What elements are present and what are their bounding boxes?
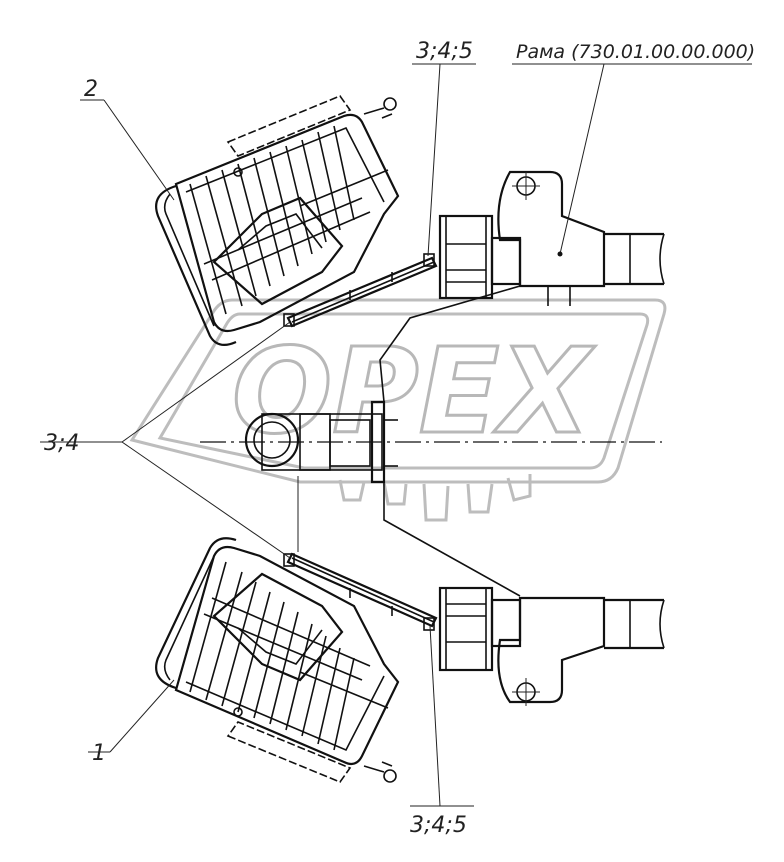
lower-roller-basket: [155, 537, 400, 783]
upper-mounting-bar: [283, 253, 438, 328]
opex-watermark-logo: OPEX: [129, 298, 667, 522]
central-hitch-assembly: [244, 400, 398, 552]
frame-top-beam: [379, 170, 665, 597]
lower-mounting-bar: [283, 552, 438, 631]
bottom-fastener-callout: 3;4;5: [410, 813, 467, 838]
left-fastener-callout: 3;4: [44, 431, 79, 456]
top-fastener-callout: 3;4;5: [416, 39, 473, 64]
leader-lines: [40, 63, 752, 807]
frame-callout: Рама (730.01.00.00.000): [516, 41, 755, 63]
frame-bottom-beam: [438, 586, 665, 706]
item-1-callout: 1: [92, 741, 106, 766]
watermark-text: OPEX: [232, 322, 595, 460]
item-2-callout: 2: [84, 77, 98, 102]
upper-roller-basket: [155, 95, 400, 347]
